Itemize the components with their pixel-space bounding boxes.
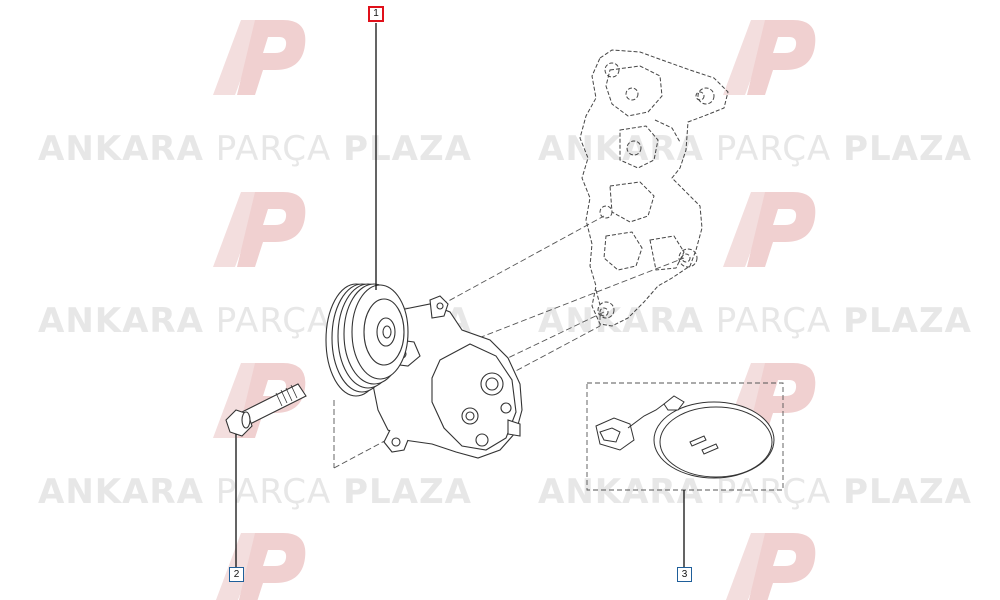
callout-3[interactable]: 3: [677, 567, 692, 582]
callout-2[interactable]: 2: [229, 567, 244, 582]
watermark-text: ANKARA PARÇA PLAZA: [538, 301, 972, 341]
callout-1[interactable]: 1: [368, 6, 384, 22]
watermark-logo-icon: [213, 20, 306, 95]
watermark-layer: ANKARA PARÇA PLAZA ANKARA PARÇA PLAZA AN…: [38, 20, 972, 600]
bolt-icon: [225, 383, 307, 437]
leader-lines: [235, 23, 685, 567]
wiring-harness-icon: [586, 382, 784, 491]
watermark-text: ANKARA PARÇA PLAZA: [38, 129, 472, 169]
watermark-text: ANKARA PARÇA PLAZA: [538, 129, 972, 169]
watermark-logo-icon: [723, 192, 816, 267]
watermark-logo-icon: [723, 20, 816, 95]
watermark-text: ANKARA PARÇA PLAZA: [38, 472, 472, 512]
watermark-logo-icon: [725, 533, 816, 600]
watermark-text: ANKARA PARÇA PLAZA: [538, 472, 972, 512]
watermark-logo-icon: [215, 533, 306, 600]
watermark-logo-icon: [213, 192, 306, 267]
mounting-bracket-icon: [579, 49, 729, 327]
ac-compressor-icon: [325, 283, 523, 459]
